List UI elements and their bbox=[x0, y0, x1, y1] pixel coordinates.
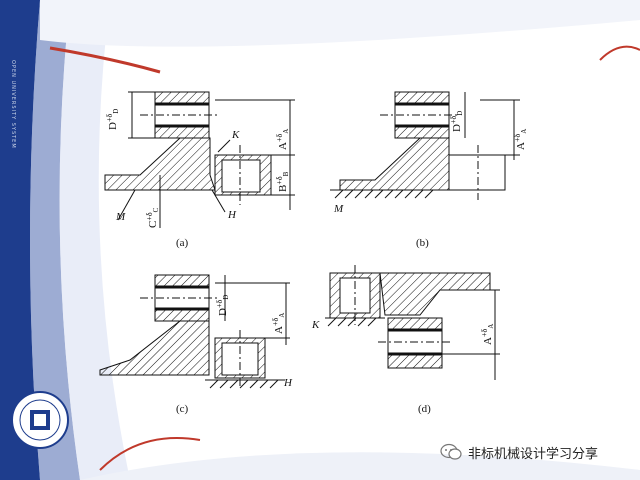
figure-b bbox=[330, 91, 520, 200]
dim-label-a-A: A+δA bbox=[275, 129, 290, 150]
caption-c: (c) bbox=[176, 403, 189, 415]
wechat-icon bbox=[440, 443, 462, 460]
label-d-K: K bbox=[311, 319, 320, 331]
footer-text: 非标机械设计学习分享 bbox=[468, 446, 599, 462]
dim-label-a-B: B+δB bbox=[275, 171, 290, 192]
caption-d: (d) bbox=[418, 403, 431, 415]
dim-label-b-D: D+δD bbox=[449, 111, 464, 132]
footer-watermark: 非标机械设计学习分享 bbox=[440, 442, 598, 462]
label-a-M: M bbox=[115, 211, 126, 223]
figure-c bbox=[99, 274, 290, 388]
side-brand-text: OPEN UNIVERSITY SYSTEM bbox=[10, 60, 16, 149]
label-c-H: H bbox=[283, 377, 293, 389]
figure-d bbox=[329, 265, 500, 380]
dim-label-d-A: A+δA bbox=[480, 324, 495, 345]
dim-label-b-A: A+δA bbox=[513, 129, 528, 150]
ground-b bbox=[330, 189, 445, 199]
label-a-K: K bbox=[231, 129, 240, 141]
dim-label-a-C: C+δC bbox=[145, 207, 160, 228]
dim-label-c-D: D+δD bbox=[215, 295, 230, 316]
caption-b: (b) bbox=[416, 237, 429, 249]
label-b-M: M bbox=[333, 203, 344, 215]
figure-a bbox=[104, 91, 295, 228]
university-seal-icon bbox=[11, 391, 69, 449]
label-a-H: H bbox=[227, 209, 237, 221]
ground-c bbox=[205, 379, 285, 389]
dim-label-c-A: A+δA bbox=[271, 313, 286, 334]
ground-d bbox=[325, 317, 385, 327]
caption-a: (a) bbox=[176, 237, 189, 249]
dim-label-a-D: D+δD bbox=[105, 109, 120, 130]
